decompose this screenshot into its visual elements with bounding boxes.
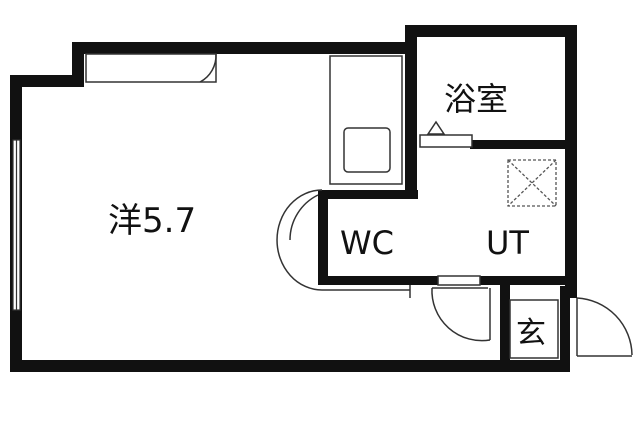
window-top [85,53,217,83]
room-label-toilet: WC [340,224,394,262]
room-label-bathroom: 浴室 [444,80,508,118]
room-label-western: 洋5.7 [108,201,196,241]
entrance-door [509,297,633,359]
washing-machine-icon [507,159,557,207]
window-left [12,139,21,311]
bathroom-door [419,120,473,148]
interior-walls [318,140,570,366]
kitchen [329,55,403,185]
sink-icon [343,127,391,173]
room-label-utility: UT [486,224,529,262]
wc-door [276,189,411,298]
utility-door [431,275,491,342]
room-label-entrance: 玄 [516,316,546,351]
